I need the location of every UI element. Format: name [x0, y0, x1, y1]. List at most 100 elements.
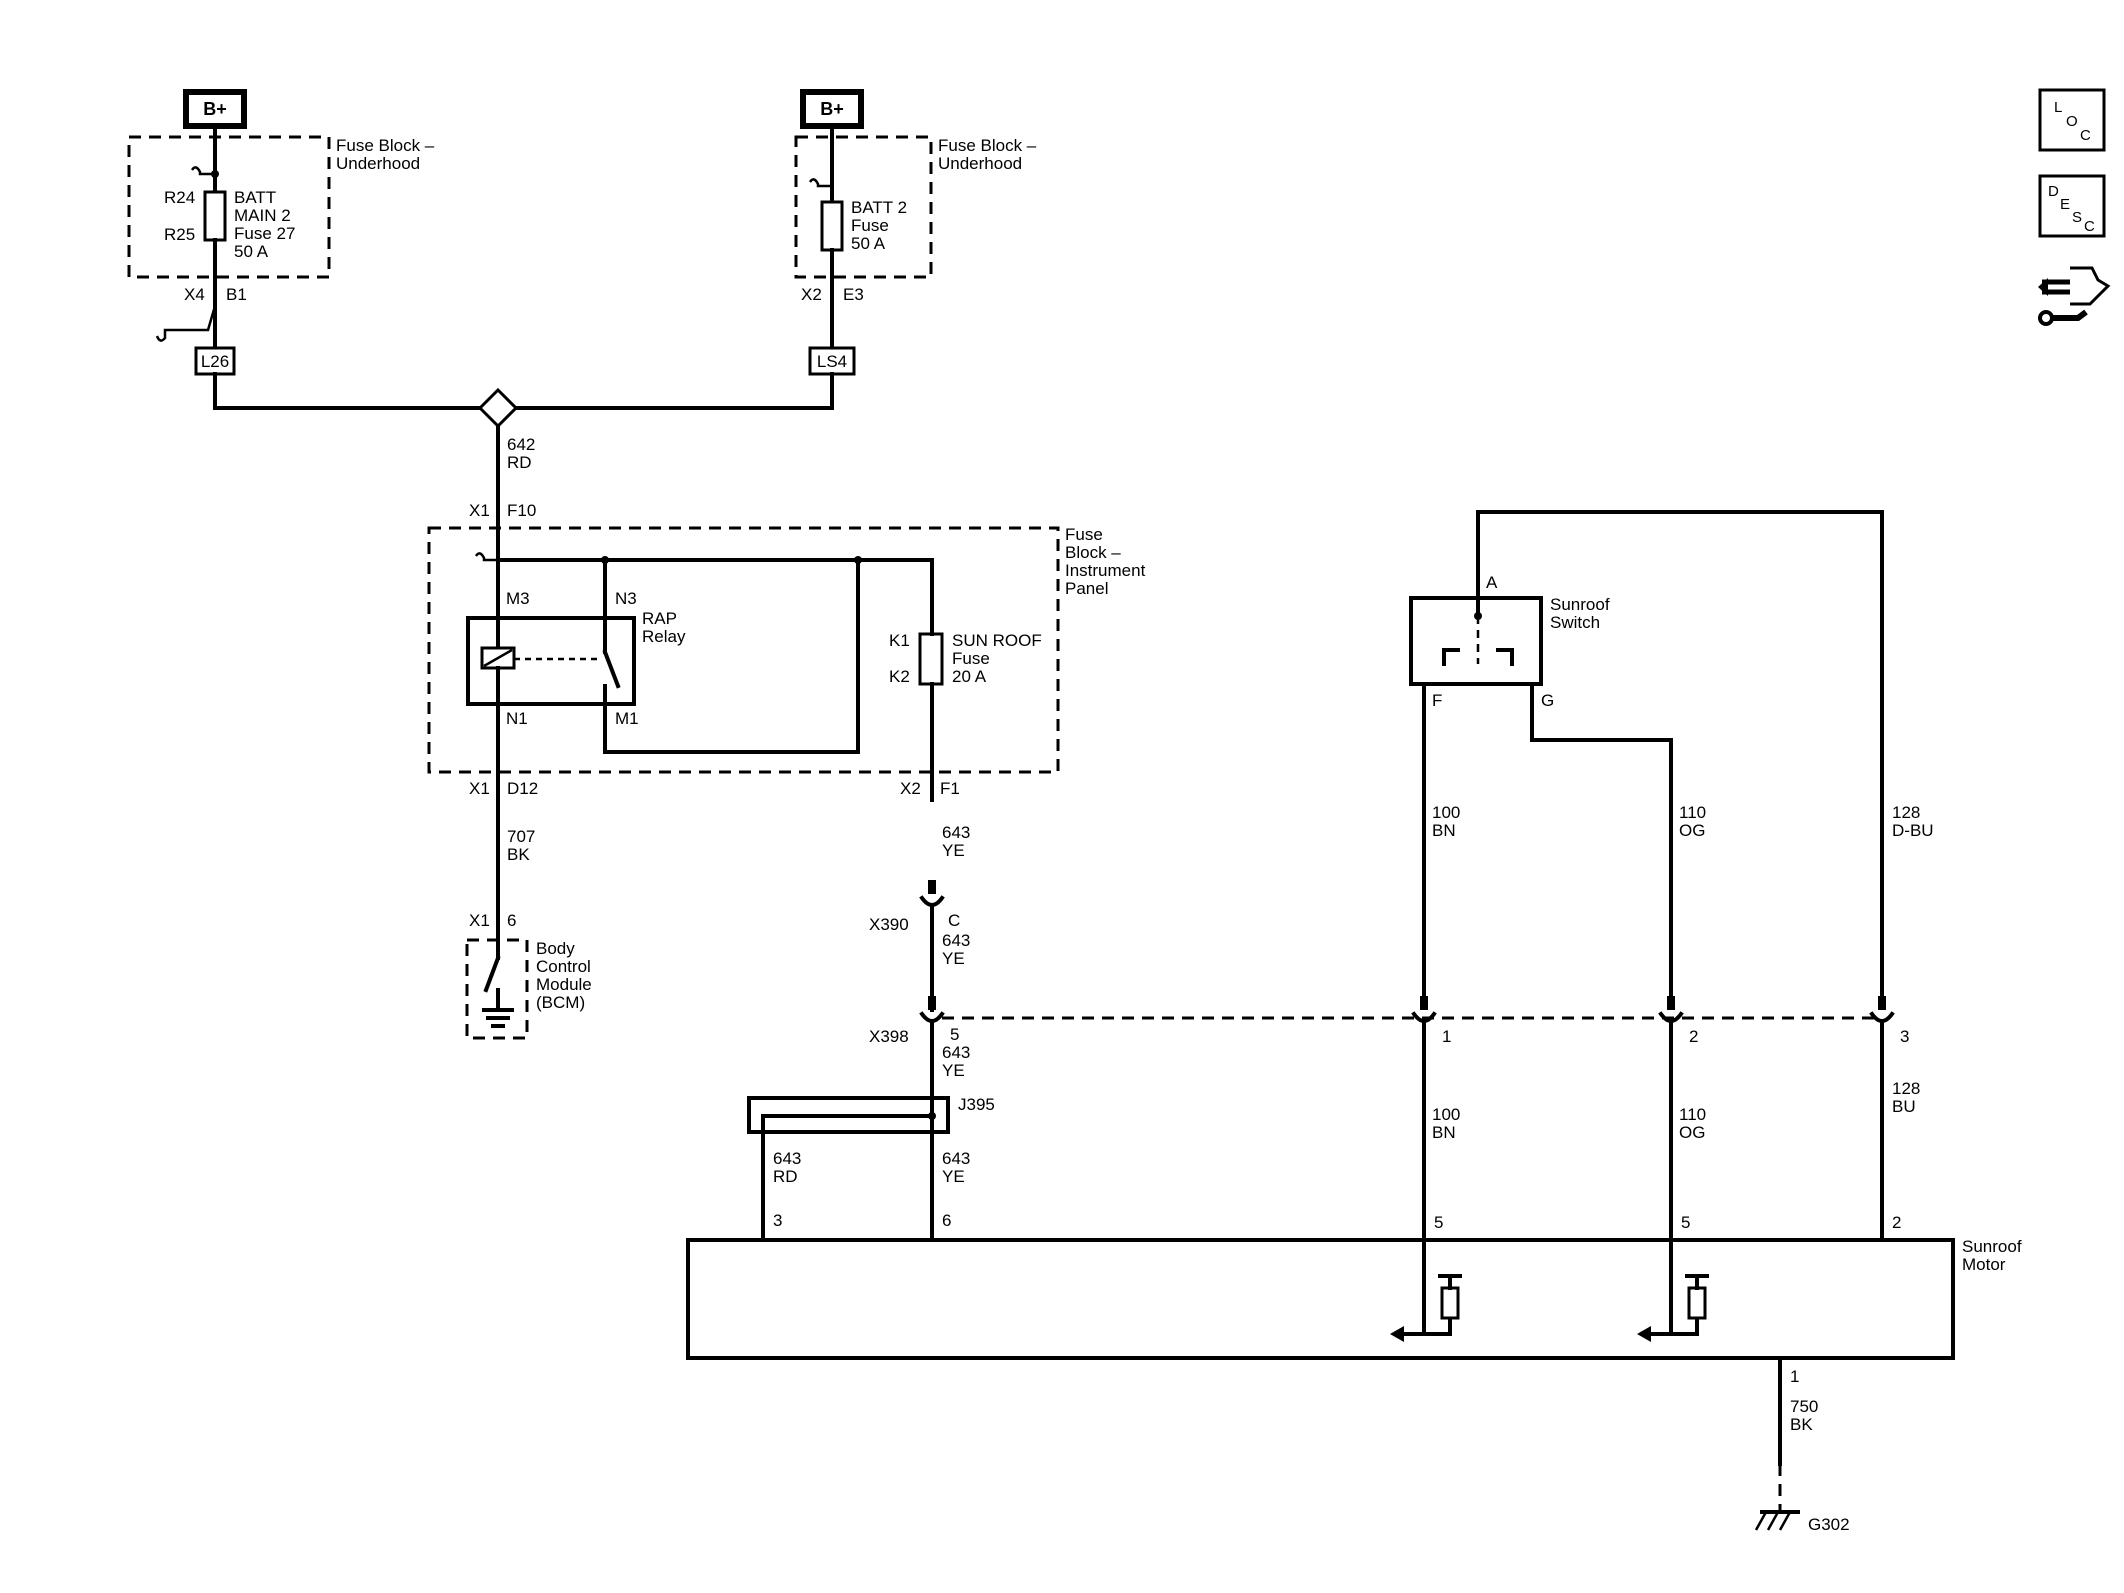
loc-icon[interactable] — [2038, 88, 2106, 152]
bcm-switch-icon — [483, 955, 501, 993]
ip-in-connector: X1 — [469, 501, 490, 520]
fuse-block-underhood-left — [127, 135, 331, 279]
ground-wire-color: BK — [1790, 1415, 1813, 1434]
svg-text:C: C — [2084, 218, 2095, 235]
switch-wire-f-color: BN — [1432, 821, 1456, 840]
feed-wire-number: 642 — [507, 435, 535, 454]
x398-connector-icon — [919, 1011, 945, 1023]
ye-wire-color: YE — [942, 1167, 965, 1186]
bcm-label-2: Control — [536, 957, 591, 976]
x398-pin1: 1 — [1442, 1027, 1451, 1046]
feed-wire2-color: YE — [942, 949, 965, 968]
right-power-feed: B+ Fuse Block – Underhood BATT 2 Fuse 50… — [794, 89, 1037, 410]
relay-pin-m1: M1 — [615, 709, 639, 728]
svg-text:D: D — [2048, 183, 2059, 200]
bcm-wire-number: 707 — [507, 827, 535, 846]
left-power-feed: B+ Fuse Block – Underhood R24 R25 BATT M… — [127, 89, 435, 410]
ground-wire-number: 750 — [1790, 1397, 1818, 1416]
bcm-label-4: (BCM) — [536, 993, 585, 1012]
svg-text:O: O — [2066, 113, 2078, 130]
motor-ground-pin: 1 — [1790, 1367, 1799, 1386]
x398-pin3: 3 — [1900, 1027, 1909, 1046]
ground-label: G302 — [1808, 1515, 1850, 1534]
x390-connector: X390 — [869, 915, 909, 934]
bcm-label-3: Module — [536, 975, 592, 994]
rap-relay-label-2: Relay — [642, 627, 686, 646]
motor-wire3-color: BU — [1892, 1097, 1916, 1116]
switch-wire-a-color: D-BU — [1892, 821, 1934, 840]
batt-main2-label-4: 50 A — [234, 242, 269, 261]
rd-wire-number: 643 — [773, 1149, 801, 1168]
sunroof-switch-circuit: A Sunroof Switch F G 100 BN 110 OG 128 D… — [1409, 510, 1934, 1236]
svg-text:L: L — [2054, 99, 2062, 116]
x398-pin: 5 — [950, 1025, 959, 1044]
batt-main2-pin-bottom: R25 — [164, 225, 195, 244]
sunroof-fuse-label-3: 20 A — [952, 667, 987, 686]
svg-text:E: E — [2060, 196, 2070, 213]
x398-pin3-icon — [1869, 1011, 1895, 1023]
sunroof-fuse-pin-top: K1 — [889, 631, 910, 650]
ip-block-label-1: Fuse — [1065, 525, 1103, 544]
bcm-branch: 707 BK X1 6 Body Control Module (BCM) — [465, 702, 592, 1040]
fuse-block-underhood-right — [794, 135, 933, 279]
fuse-block-instrument-panel: Fuse Block – Instrument Panel M3 N3 N1 M… — [427, 525, 1146, 802]
motor-pin-5a: 5 — [1434, 1213, 1443, 1232]
motor-pin-2: 2 — [1892, 1213, 1901, 1232]
ip-out-left-connector: X1 — [469, 779, 490, 798]
x390-connector-icon — [919, 895, 945, 907]
ip-in-pin: F10 — [507, 501, 536, 520]
motor-wire2-color: OG — [1679, 1123, 1705, 1142]
svg-text:S: S — [2072, 209, 2082, 226]
feed-wire1-color: YE — [942, 841, 965, 860]
connector-tool-icon[interactable] — [2038, 266, 2111, 326]
right-connector: X2 — [801, 285, 822, 304]
relay-pin-m3: M3 — [506, 589, 530, 608]
sunroof-motor-label-1: Sunroof — [1962, 1237, 2022, 1256]
switch-pin-f: F — [1432, 691, 1442, 710]
rd-wire-color: RD — [773, 1167, 798, 1186]
ye-wire-number: 643 — [942, 1149, 970, 1168]
ip-block-label-2: Block – — [1065, 543, 1121, 562]
right-splice-label: LS4 — [817, 352, 847, 371]
ip-out-right-pin: F1 — [940, 779, 960, 798]
chassis-ground-icon — [1754, 1510, 1800, 1531]
j395-jumper-box — [747, 1096, 950, 1134]
relay-switch-contact — [602, 649, 621, 689]
desc-nav-button[interactable]: D E S C — [2038, 174, 2106, 238]
ip-block-label-4: Panel — [1065, 579, 1108, 598]
bplus-left-label: B+ — [203, 99, 227, 119]
batt2-label-3: 50 A — [851, 234, 886, 253]
sunroof-switch-label-2: Switch — [1550, 613, 1600, 632]
feed-wire1-number: 643 — [942, 823, 970, 842]
relay-pin-n3: N3 — [615, 589, 637, 608]
left-connector: X4 — [184, 285, 205, 304]
ip-out-right-connector: X2 — [900, 779, 921, 798]
fuse-block-underhood-right-label-1: Fuse Block – — [938, 136, 1037, 155]
right-pin: E3 — [843, 285, 864, 304]
batt-main2-pin-top: R24 — [164, 188, 195, 207]
ip-out-left-pin: D12 — [507, 779, 538, 798]
bcm-pin: 6 — [507, 911, 516, 930]
bcm-wire-color: BK — [507, 845, 530, 864]
bcm-label-1: Body — [536, 939, 575, 958]
batt-main2-label-1: BATT — [234, 188, 276, 207]
switch-wire-g-color: OG — [1679, 821, 1705, 840]
motor-wire2-number: 110 — [1679, 1105, 1706, 1124]
motor-pin-6: 6 — [942, 1211, 951, 1230]
motor-feed-circuit: 643 YE X390 C 643 YE X398 5 643 YE J395 … — [747, 823, 995, 1236]
motor-pin-5b: 5 — [1681, 1213, 1690, 1232]
svg-text:C: C — [2080, 127, 2091, 144]
switch-wire-f-number: 100 — [1432, 803, 1460, 822]
desc-icon[interactable] — [2038, 174, 2106, 238]
switch-pin-a: A — [1486, 573, 1498, 592]
feed-wire3-number: 643 — [942, 1043, 970, 1062]
switch-pin-g: G — [1541, 691, 1554, 710]
switch-wire-a-number: 128 — [1892, 803, 1920, 822]
batt-main2-label-3: Fuse 27 — [234, 224, 295, 243]
sunroof-motor-label-2: Motor — [1962, 1255, 2006, 1274]
splice-diamond — [477, 387, 519, 429]
fuse-block-underhood-left-label-1: Fuse Block – — [336, 136, 435, 155]
motor-input-2-icon — [1637, 1238, 1709, 1342]
loc-nav-button[interactable]: L O C — [2038, 88, 2106, 152]
